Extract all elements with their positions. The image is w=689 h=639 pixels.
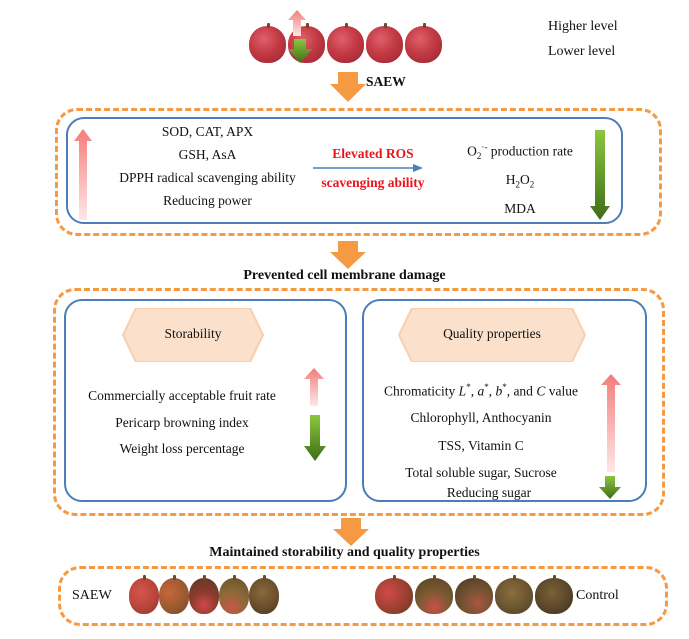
litchi-fruit-image — [159, 578, 189, 614]
litchi-fruit-image — [375, 578, 413, 614]
quality-item: Chlorophyll, Anthocyanin — [364, 405, 598, 431]
storability-item: Pericarp browning index — [72, 410, 292, 436]
fruit-stem — [203, 575, 206, 580]
litchi-fruit-image — [366, 26, 403, 63]
quality-item: TSS, Vitamin C — [364, 431, 598, 460]
quality-items: Chromaticity L*, a*, b*, and C value Chl… — [364, 374, 598, 501]
superoxide-production-rate: O2·- production rate — [450, 136, 590, 168]
litchi-fruit-image — [249, 26, 286, 63]
membrane-damage-label: Prevented cell membrane damage — [0, 268, 689, 284]
legend-higher-label: Higher level — [548, 19, 618, 35]
fruit-stem — [423, 23, 426, 28]
flow-arrow-icon — [330, 241, 366, 269]
ros-effect-line2: scavenging ability — [313, 175, 433, 191]
fruit-stem — [263, 575, 266, 580]
maintained-properties-label: Maintained storability and quality prope… — [0, 545, 689, 561]
fruit-stem — [433, 575, 436, 580]
mda: MDA — [450, 197, 590, 220]
control-group-label: Control — [576, 588, 619, 604]
quality-item: Reducing sugar — [380, 485, 598, 501]
antioxidant-compounds: GSH, AsA — [95, 143, 320, 166]
fruit-stem — [513, 575, 516, 580]
flow-arrow-icon — [333, 518, 369, 546]
increased-antioxidants-list: SOD, CAT, APX GSH, AsA DPPH radical scav… — [95, 120, 320, 212]
litchi-fruit-image — [455, 578, 493, 614]
increase-arrow-icon — [73, 128, 93, 220]
ros-effect-arrow-icon — [313, 163, 423, 173]
lower-level-arrow-icon — [287, 38, 313, 64]
fruit-stem — [267, 23, 270, 28]
chromaticity-item: Chromaticity L*, a*, b*, and C value — [364, 374, 598, 405]
antioxidant-enzymes: SOD, CAT, APX — [95, 120, 320, 143]
fruit-stem — [384, 23, 387, 28]
flow-arrow-icon — [330, 72, 366, 102]
litchi-fruit-image — [495, 578, 533, 614]
storability-title: Storability — [122, 326, 264, 342]
decrease-arrow-icon — [589, 130, 611, 220]
decrease-arrow-icon — [303, 415, 327, 461]
litchi-fruit-image — [219, 578, 249, 614]
fruit-stem — [173, 575, 176, 580]
quality-item: Total soluble sugar, Sucrose — [364, 460, 598, 485]
litchi-fruit-image — [405, 26, 442, 63]
decrease-arrow-icon — [598, 476, 622, 500]
fruit-stem — [393, 575, 396, 580]
litchi-fruit-image — [129, 578, 159, 614]
litchi-fruit-image — [249, 578, 279, 614]
litchi-fruit-image — [189, 578, 219, 614]
litchi-fruit-image — [327, 26, 364, 63]
decreased-oxidants-list: O2·- production rate H2O2 MDA — [450, 136, 590, 220]
ros-effect-line1: Elevated ROS — [313, 146, 433, 162]
litchi-fruit-image — [535, 578, 573, 614]
fruit-stem — [345, 23, 348, 28]
treatment-label: SAEW — [366, 74, 406, 90]
increase-arrow-icon — [303, 368, 325, 406]
litchi-fruit-image — [415, 578, 453, 614]
fruit-stem — [143, 575, 146, 580]
storability-item: Commercially acceptable fruit rate — [72, 381, 292, 410]
saew-group-label: SAEW — [72, 588, 112, 604]
storability-item: Weight loss percentage — [72, 436, 292, 462]
legend-lower-label: Lower level — [548, 44, 615, 60]
quality-title: Quality properties — [398, 326, 586, 342]
hydrogen-peroxide: H2O2 — [450, 168, 590, 197]
fruit-stem — [553, 575, 556, 580]
increase-arrow-icon — [600, 374, 622, 472]
fruit-stem — [473, 575, 476, 580]
fruit-stem — [233, 575, 236, 580]
higher-level-arrow-icon — [287, 9, 307, 37]
storability-items: Commercially acceptable fruit rate Peric… — [72, 381, 292, 462]
dpph-scavenging: DPPH radical scavenging ability — [95, 166, 320, 189]
reducing-power: Reducing power — [95, 189, 320, 212]
